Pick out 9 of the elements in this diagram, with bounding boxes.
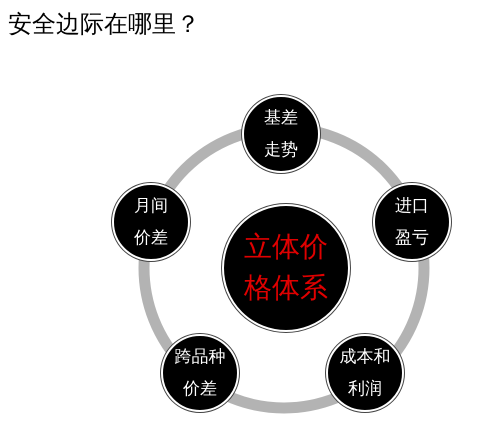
node-label: 立体价格体系 — [244, 229, 328, 306]
node-label: 跨品种价差 — [174, 346, 226, 401]
satellite-circle — [161, 334, 239, 412]
node-label: 进口盈亏 — [395, 194, 429, 250]
node-label: 基差走势 — [264, 106, 298, 162]
node-label: 月间价差 — [134, 194, 168, 250]
title: 安全边际在哪里？ — [8, 9, 200, 40]
satellite-circle — [326, 334, 404, 412]
node-label: 成本和利润 — [340, 346, 390, 401]
